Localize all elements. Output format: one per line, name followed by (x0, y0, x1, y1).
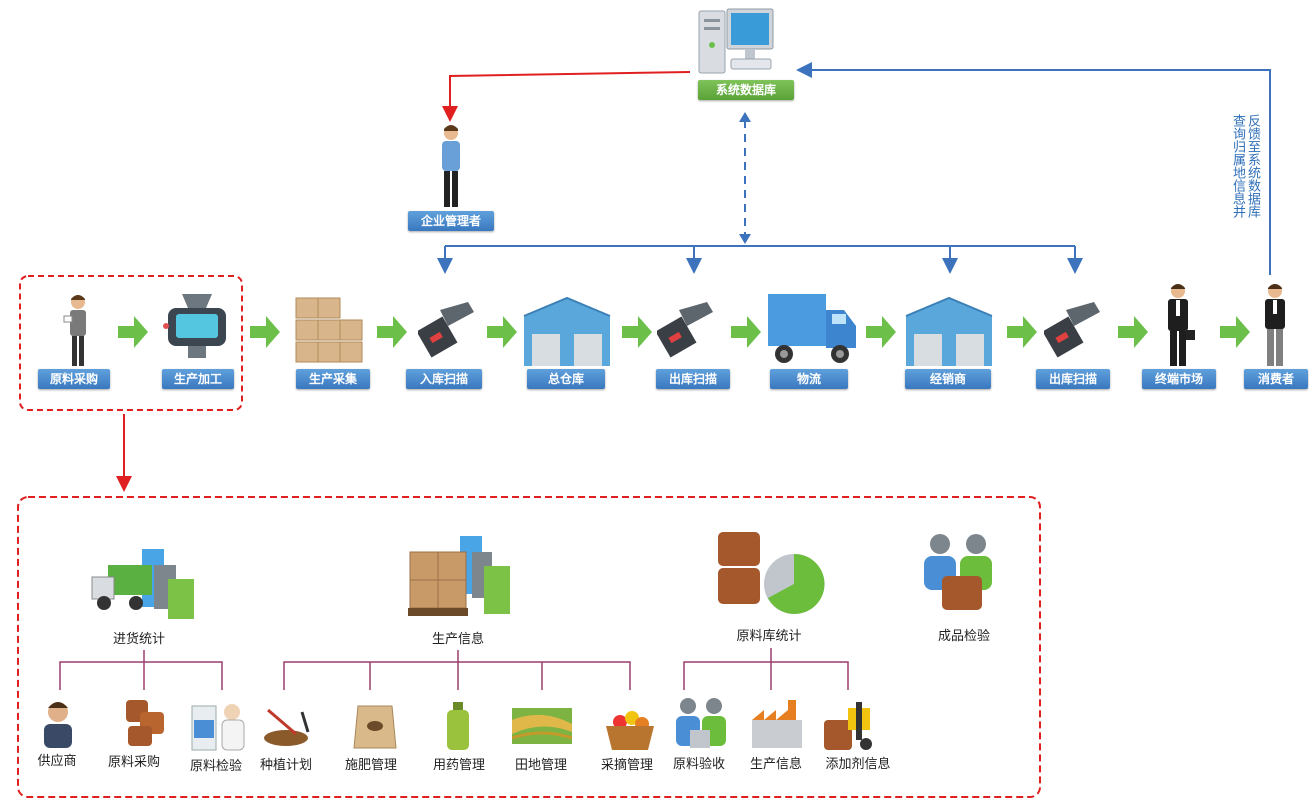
manager-label: 企业管理者 (408, 211, 494, 231)
procurement-person-icon (62, 294, 94, 368)
child-label: 原料验收 (672, 757, 726, 772)
child-label: 生产信息 (749, 757, 803, 772)
supplier-icon (40, 700, 76, 748)
flow-label-7: 物流 (770, 369, 848, 389)
query-text: 查询归属地信息并 (1230, 114, 1245, 218)
child-label: 原料检验 (189, 759, 243, 774)
flow-label-8: 经销商 (905, 369, 991, 389)
flow-label-9: 出库扫描 (1036, 369, 1110, 389)
group-title-product-inspection: 成品检验 (937, 629, 991, 644)
child-label: 种植计划 (259, 758, 313, 773)
database-label: 系统数据库 (698, 80, 794, 100)
group-title-inbound: 进货统计 (112, 632, 166, 647)
scanner-icon (1042, 300, 1106, 362)
truck-icon (766, 292, 858, 366)
tree-lines (59, 648, 849, 690)
consumer-icon (1259, 282, 1291, 368)
boxes-icon (294, 296, 366, 366)
child-label: 添加剂信息 (825, 757, 891, 772)
child-label: 原料采购 (107, 755, 161, 770)
flow-label-4: 入库扫描 (406, 369, 482, 389)
pallet-stats-icon (404, 530, 514, 622)
child-label: 施肥管理 (344, 758, 398, 773)
planting-icon (262, 706, 314, 748)
acceptance-people-icon (672, 696, 730, 750)
feedback-arrow (796, 62, 1271, 275)
computer-icon (697, 5, 777, 77)
group-title-production: 生产信息 (431, 632, 485, 647)
inspection-people-icon (920, 532, 1000, 614)
crates-pie-icon (716, 528, 832, 620)
flow-label-1: 原料采购 (38, 369, 110, 389)
highlight-box-small (19, 275, 243, 411)
businessman-icon (1160, 282, 1196, 368)
fertilizer-bag-icon (352, 700, 398, 750)
feedback-text: 反馈至系统数据库 (1245, 114, 1260, 218)
crates-icon (124, 698, 166, 748)
warehouse-icon (522, 296, 612, 368)
machine-icon (162, 292, 232, 362)
detail-box (17, 496, 1041, 798)
flow-arrows (118, 316, 1250, 348)
group-title-raw-stock: 原料库统计 (736, 629, 802, 644)
truck-stats-icon (90, 535, 200, 625)
child-label: 供应商 (37, 754, 77, 769)
child-label: 采摘管理 (600, 758, 654, 773)
fruit-basket-icon (602, 706, 658, 752)
child-label: 田地管理 (514, 758, 568, 773)
manager-person-icon (436, 124, 466, 210)
flow-label-3: 生产采集 (296, 369, 370, 389)
warehouse-icon (904, 296, 994, 368)
field-icon (511, 708, 573, 744)
scanner-icon (655, 300, 719, 362)
child-label: 用药管理 (432, 758, 486, 773)
flow-label-11: 消费者 (1244, 369, 1308, 389)
flow-label-5: 总仓库 (527, 369, 605, 389)
flow-label-6: 出库扫描 (656, 369, 730, 389)
scanner-icon (416, 300, 480, 362)
flow-label-2: 生产加工 (162, 369, 234, 389)
db-to-manager-arrow (442, 71, 691, 122)
flow-label-10: 终端市场 (1142, 369, 1216, 389)
forklift-icon (822, 700, 878, 752)
pesticide-bottle-icon (444, 700, 472, 752)
milk-inspector-icon (190, 700, 248, 752)
factory-icon (748, 698, 806, 750)
